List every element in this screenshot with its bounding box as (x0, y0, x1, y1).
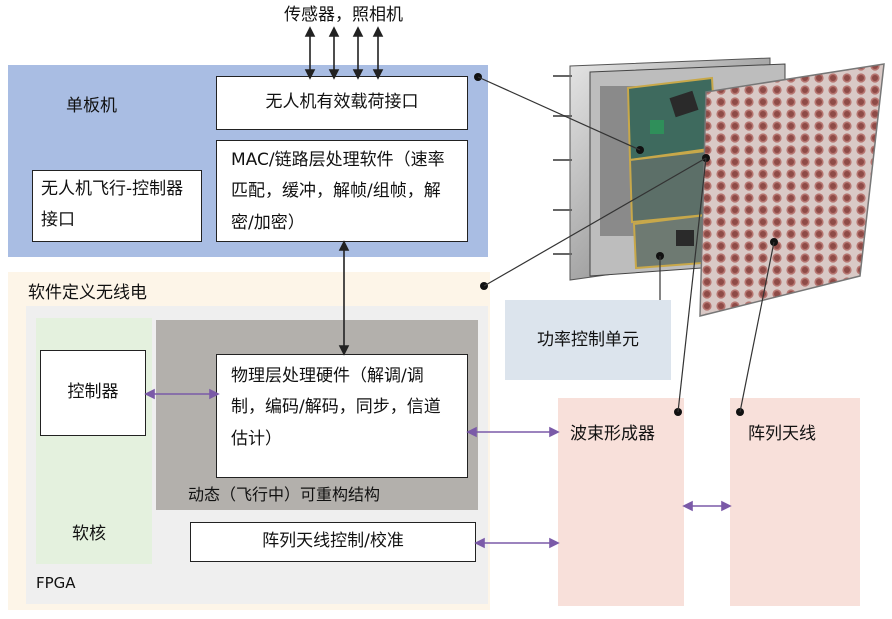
payload-interface-label: 无人机有效载荷接口 (265, 92, 419, 113)
chip-1 (669, 90, 699, 118)
flight-control-interface-box: 无人机飞行-控制器接口 (32, 170, 202, 242)
antenna-panel (699, 63, 885, 317)
chip-2 (650, 120, 664, 134)
antenna-array-label: 阵列天线 (748, 424, 816, 444)
controller-box: 控制器 (40, 350, 146, 436)
controller-label: 控制器 (67, 382, 119, 403)
mac-software-label: MAC/链路层处理软件（速率匹配，缓冲，解帧/组帧，解密/加密） (231, 150, 445, 233)
fpga-label: FPGA (36, 574, 76, 592)
sdr-title: 软件定义无线电 (28, 283, 147, 303)
array-control-label: 阵列天线控制/校准 (262, 531, 404, 552)
circuit-board-top (626, 76, 718, 162)
frame-back (569, 57, 771, 281)
phy-hardware-box: 物理层处理硬件（解调/调制，编码/解码，同步，信道估计） (216, 354, 468, 478)
array-control-box: 阵列天线控制/校准 (190, 522, 476, 562)
power-control-unit-label: 功率控制单元 (537, 329, 639, 350)
single-board-title: 单板机 (66, 96, 117, 116)
phy-hardware-label: 物理层处理硬件（解调/调制，编码/解码，同步，信道估计） (231, 366, 441, 449)
softcore-label: 软核 (72, 524, 106, 544)
connector-pins (553, 75, 572, 255)
frame-mid (589, 63, 786, 277)
beamformer-label: 波束形成器 (570, 424, 655, 444)
sensors-camera-label: 传感器，照相机 (284, 5, 403, 25)
beamformer-block (558, 398, 684, 606)
dynamic-reconfig-label: 动态（飞行中）可重构结构 (188, 485, 381, 504)
chip-3 (676, 230, 694, 246)
flight-control-interface-label: 无人机飞行-控制器接口 (41, 179, 184, 231)
antenna-array-block (730, 398, 860, 606)
frame-inner (600, 86, 650, 236)
payload-interface-box: 无人机有效载荷接口 (216, 76, 468, 130)
circuit-board-mid (628, 148, 718, 224)
mac-software-box: MAC/链路层处理软件（速率匹配，缓冲，解帧/组帧，解密/加密） (216, 140, 468, 242)
circuit-board-bottom (632, 212, 718, 270)
power-control-unit: 功率控制单元 (505, 300, 671, 380)
